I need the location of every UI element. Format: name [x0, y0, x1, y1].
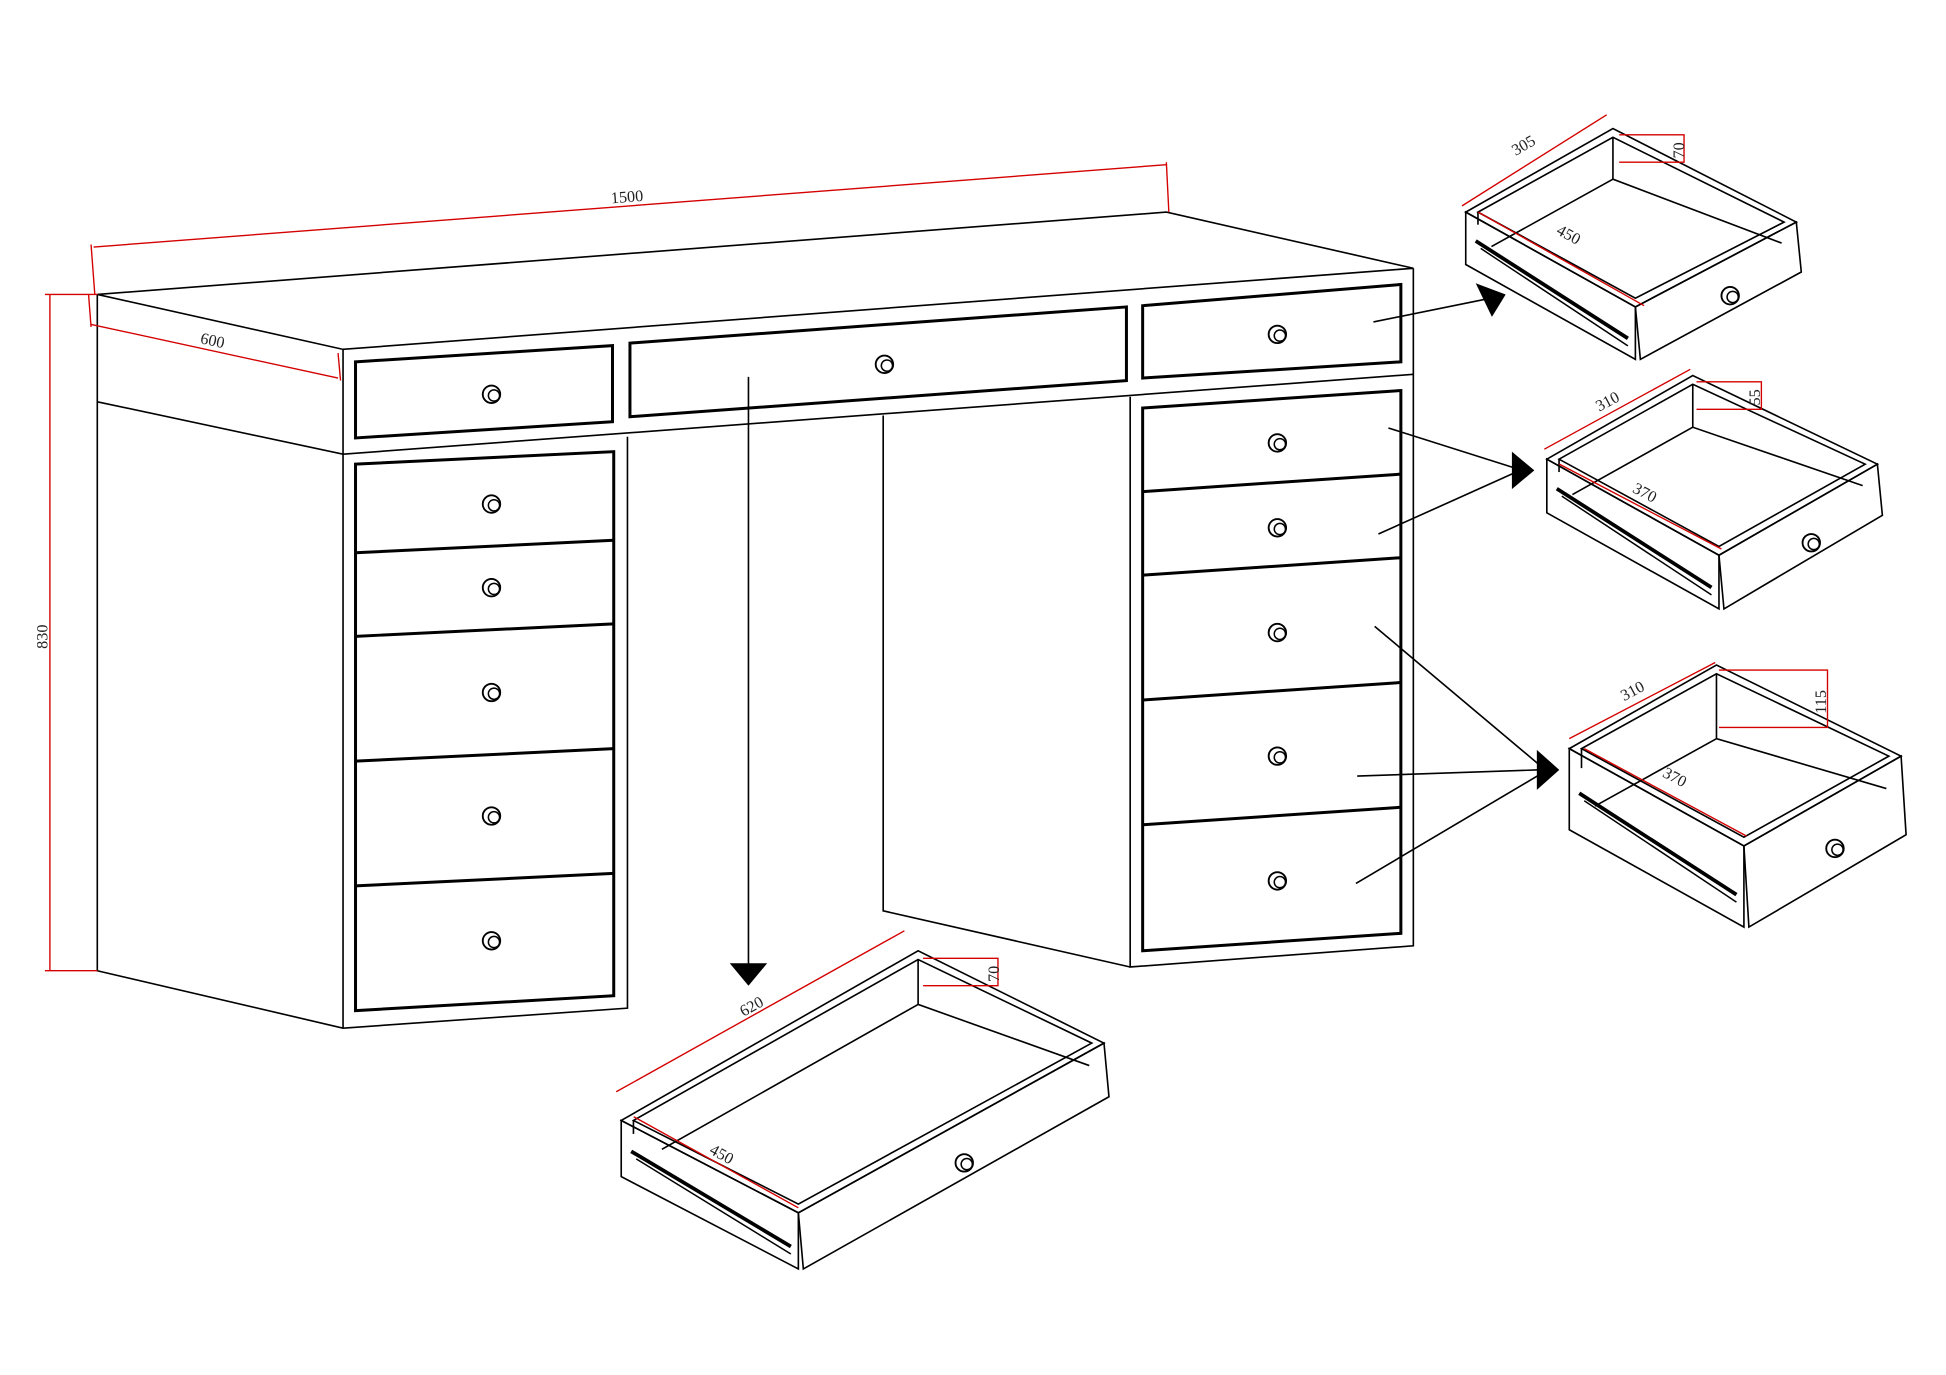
knob-icon — [880, 359, 894, 372]
drawer-slide-rail — [630, 1149, 792, 1249]
drawer-inner-rim — [1476, 136, 1786, 300]
drawer-details — [619, 127, 1907, 1271]
drawer-divider — [1142, 681, 1401, 702]
drawer-depth-label: 450 — [1554, 221, 1584, 249]
drawer-inner-floor — [1491, 178, 1614, 248]
drawer-inner-floor — [1691, 384, 1863, 487]
drawer-depth-label: 450 — [707, 1141, 737, 1169]
drawer-slide-rail — [635, 1158, 792, 1255]
drawer-slide-rail — [1578, 791, 1738, 897]
knob-icon — [960, 1157, 974, 1171]
drawer-box — [1545, 374, 1884, 611]
drawer-side — [620, 1119, 800, 1271]
knob-icon — [1273, 627, 1287, 641]
desk-drawers — [354, 282, 1403, 1013]
drawer-divider — [355, 538, 614, 555]
width-dimension: 1500 — [610, 187, 644, 207]
drawer-height-label: 115 — [1812, 690, 1830, 714]
drawer-width-label: 620 — [737, 993, 767, 1021]
drawer-divider — [355, 747, 614, 763]
knob-icon — [1273, 522, 1287, 536]
knob-icon — [487, 498, 501, 512]
drawer-height-label: 70 — [1670, 142, 1688, 158]
knob-icon — [1831, 843, 1844, 857]
drawer-side — [1568, 747, 1745, 929]
drawer-width-label: 310 — [1593, 388, 1623, 415]
height-dimension: 830 — [33, 625, 51, 649]
drawer-divider — [1142, 556, 1401, 577]
pointer-arrows — [729, 283, 1560, 986]
drawer-box — [619, 949, 1110, 1271]
drawer-slide-rail — [1474, 239, 1629, 340]
drawer-width-label: 305 — [1509, 132, 1539, 160]
drawer-inner-rim — [1579, 672, 1891, 839]
knob-icon — [1273, 751, 1287, 764]
drawer-front — [1743, 754, 1907, 929]
drawer-height-label: 70 — [985, 966, 1003, 982]
desk-body — [96, 211, 1415, 1029]
knob-icon — [487, 687, 501, 701]
drawer-box — [1464, 127, 1803, 361]
drawer-inner-floor — [1612, 137, 1782, 244]
drawer-front — [1634, 220, 1803, 361]
knob-icon — [487, 389, 501, 402]
knob-icon — [1273, 875, 1287, 889]
drawer-inner-floor — [661, 1003, 919, 1150]
drawer-inner-rim — [631, 958, 1094, 1205]
drawer-box — [1567, 664, 1907, 929]
drawer-slide-rail — [1583, 800, 1737, 903]
depth-dimension: 600 — [199, 329, 227, 352]
drawer-divider — [355, 622, 614, 638]
drawer-inner-floor — [1594, 737, 1717, 807]
drawer-inner-floor — [1572, 426, 1694, 496]
knob-icon — [487, 935, 501, 949]
knob-icon — [487, 582, 501, 596]
drawer-height-label: 55 — [1746, 389, 1764, 405]
knob-icon — [1273, 437, 1287, 451]
knob-icon — [1273, 329, 1287, 343]
knob-icon — [487, 810, 501, 824]
knob-icon — [1807, 537, 1821, 551]
drawer-inner-floor — [917, 959, 1090, 1067]
drawer-slide-rail — [1480, 247, 1629, 347]
drawer-divider — [355, 871, 614, 888]
drawer-divider — [1142, 472, 1401, 494]
drawer-depth-label: 370 — [1630, 479, 1660, 506]
drawer-inner-rim — [1557, 383, 1867, 548]
drawer-front — [1718, 462, 1884, 611]
dimension-lines: 1500 600 830 305 70 450 310 55 370 310 1… — [33, 114, 1830, 1209]
drawer-side — [1464, 210, 1637, 361]
drawer-front — [797, 1041, 1110, 1271]
drawer-slide-rail — [1555, 487, 1713, 590]
knob-icon — [1726, 290, 1740, 304]
drawer-slide-rail — [1561, 495, 1712, 596]
drawer-side — [1546, 457, 1720, 611]
drawer-divider — [1142, 805, 1401, 827]
